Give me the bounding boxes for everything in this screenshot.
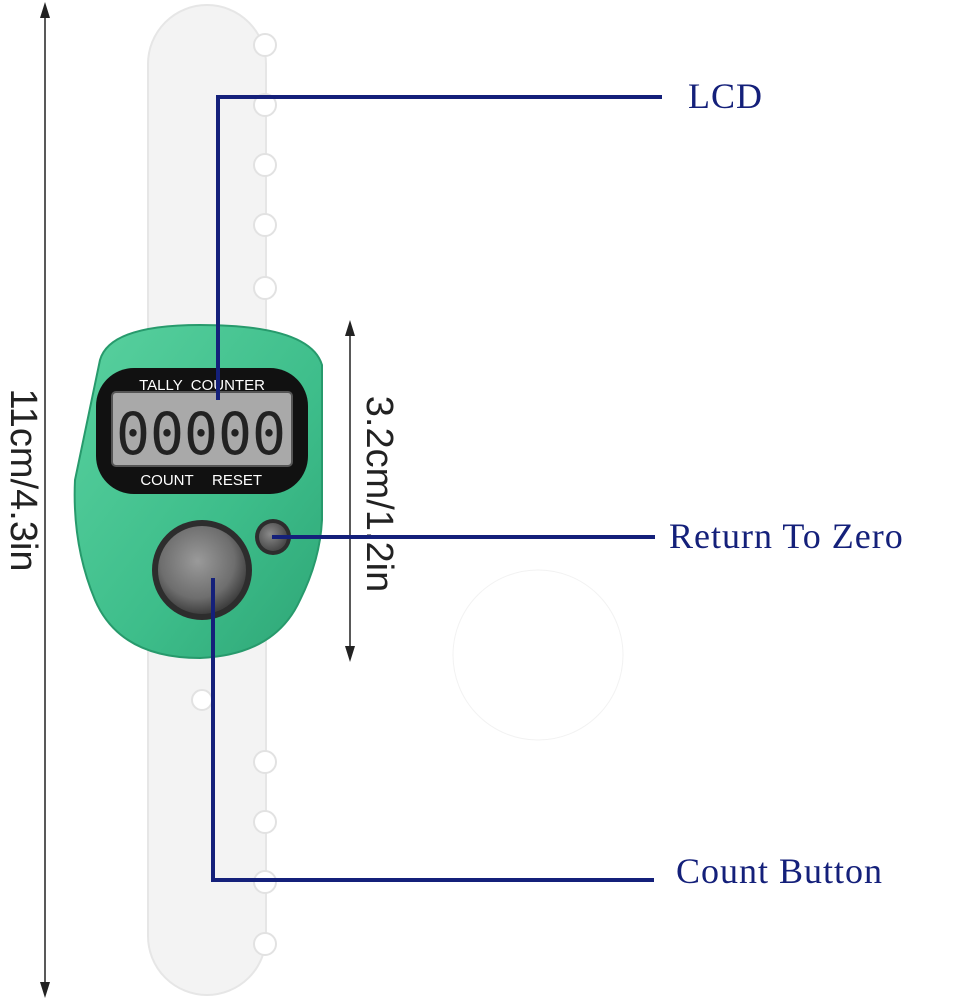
count-callout-line: [211, 578, 654, 882]
count-callout-label: Count Button: [676, 851, 883, 891]
reset-callout-label: Return To Zero: [669, 516, 904, 556]
height-label: 11cm/4.3in: [2, 388, 44, 571]
strap-holes: [191, 33, 277, 956]
lcd-top-label: TALLY COUNTER: [139, 377, 265, 394]
reset-label: RESET: [212, 472, 262, 489]
lcd-display-value: 00000: [116, 400, 286, 468]
lcd-screen: [111, 391, 293, 467]
width-dimension: 3.2cm/1.2in: [345, 320, 400, 662]
height-dimension: 11cm/4.3in: [2, 2, 50, 998]
callout-lines: [211, 95, 662, 882]
lcd-callout-label: LCD: [688, 76, 763, 116]
counter-body: TALLY COUNTER 00000 COUNT RESET: [73, 323, 323, 660]
count-label: COUNT: [140, 472, 193, 489]
lcd-callout-line: [216, 95, 662, 400]
background-disc: [452, 569, 624, 741]
width-label: 3.2cm/1.2in: [358, 396, 400, 592]
